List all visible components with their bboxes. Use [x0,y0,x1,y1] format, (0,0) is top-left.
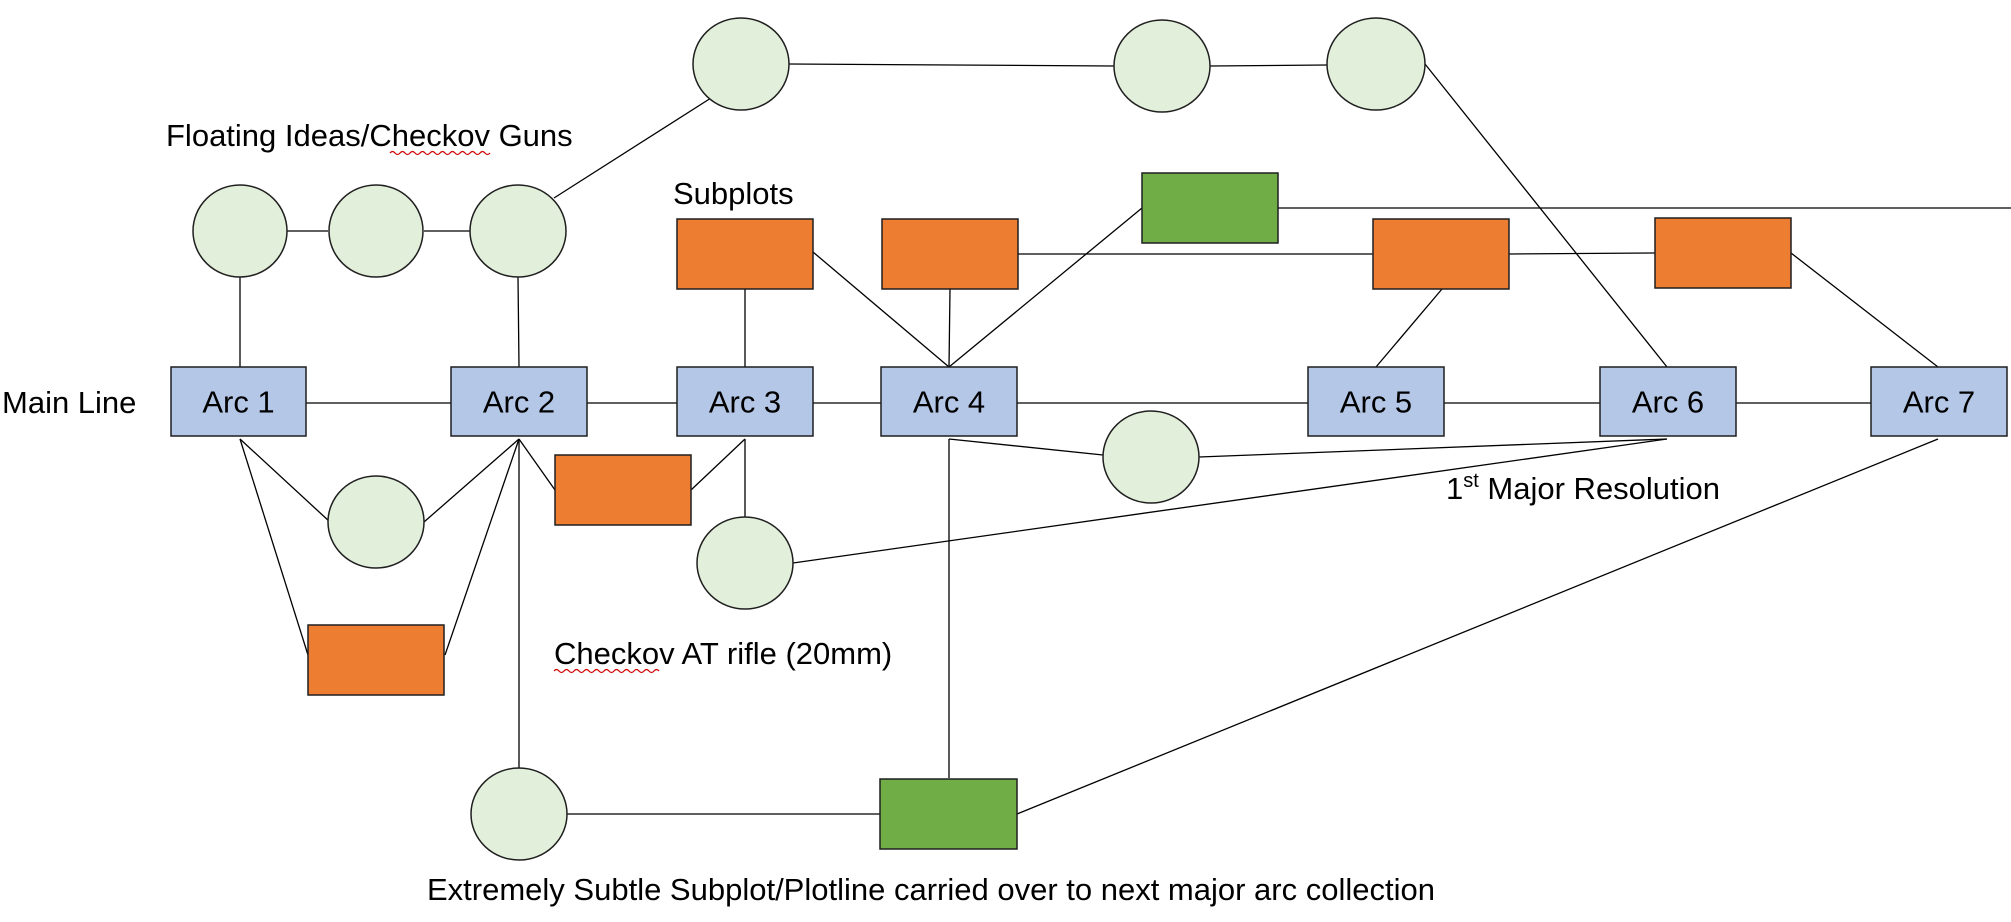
edge-arc2-sub-low [444,438,520,656]
connectors [239,63,2011,815]
idea-node [470,767,568,861]
idea-node [327,475,425,569]
checkov-rifle-label: Checkov AT rifle (20mm) [554,636,892,671]
arc-label: Arc 2 [483,385,555,420]
edge-sub3-sub4 [1508,252,1656,255]
subplot-box [676,218,814,290]
edge-idea3-top1 [553,97,712,199]
arc-node-3: Arc 3 [676,366,814,437]
idea-node [1113,19,1211,113]
idea-node [1102,410,1200,504]
resolution-text: Major Resolution [1479,471,1720,506]
edge-sub1-arc4 [812,251,950,368]
edge-rifle-arc6 [792,438,1668,564]
arc-label: Arc 3 [709,385,781,420]
spellcheck-squiggle-icon [389,150,491,156]
edge-top3-arc6 [1424,63,1668,368]
arc-node-5: Arc 5 [1307,366,1445,437]
arc-label: Arc 7 [1903,385,1975,420]
arc-node-4: Arc 4 [880,366,1018,437]
subtle-subplot-box [879,778,1018,850]
resolution-label: 1st Major Resolution [1446,470,1720,506]
edge-idea3-arc2 [517,276,520,368]
edge-sub3-arc5 [1375,288,1443,368]
idea-node [692,17,790,111]
edge-idea-mid-arc6 [1198,438,1668,458]
arc-label: Arc 1 [202,385,274,420]
subplots-label: Subplots [673,176,794,211]
arc-node-7: Arc 7 [1870,366,2008,437]
edge-arc2-sub-mid [518,438,556,491]
edge-arc1-sub-low [239,438,309,656]
idea-node [328,184,424,278]
main-line-arcs: Arc 1 Arc 2 Arc 3 Arc 4 Arc 5 Arc 6 Arc … [170,366,2008,437]
annotations: Main Line Floating Ideas/Checkov Guns Su… [2,118,1720,907]
edge-arc2-idea-low [423,438,520,523]
subplot-box [881,218,1019,290]
edge-green-bottom-arc7 [1016,438,1939,815]
idea-node [1326,17,1426,111]
subplot-box [554,454,692,526]
spellcheck-squiggle-icon [553,668,660,674]
subtle-subplot-label: Extremely Subtle Subplot/Plotline carrie… [427,872,1435,907]
edge-top2-top3 [1209,64,1328,67]
arc-label: Arc 5 [1340,385,1412,420]
floating-ideas-label: Floating Ideas/Checkov Guns [166,118,573,153]
idea-node [469,184,567,278]
subplots [307,172,1792,850]
edge-top1-top2 [788,63,1115,67]
resolution-superscript: st [1463,470,1479,492]
edge-arc4-idea-mid [948,438,1104,456]
subtle-subplot-box [1141,172,1279,244]
edge-arc3-sub-mid [690,438,746,491]
main-line-label: Main Line [2,385,136,420]
subplot-box [1654,217,1792,289]
subplot-box [1372,218,1510,290]
arc-node-1: Arc 1 [170,366,307,437]
resolution-number: 1 [1446,471,1463,506]
floating-ideas [192,17,1426,861]
edge-green-arc4 [948,207,1143,368]
edge-sub2-arc4 [948,288,951,368]
idea-node [696,516,794,610]
edge-arc1-idea-low [239,438,331,523]
arc-node-2: Arc 2 [450,366,588,437]
subplot-box [307,624,445,696]
idea-node [192,184,288,278]
edge-sub4-arc7 [1790,252,1939,368]
arc-node-6: Arc 6 [1599,366,1737,437]
arc-label: Arc 6 [1632,385,1704,420]
arc-label: Arc 4 [913,385,985,420]
